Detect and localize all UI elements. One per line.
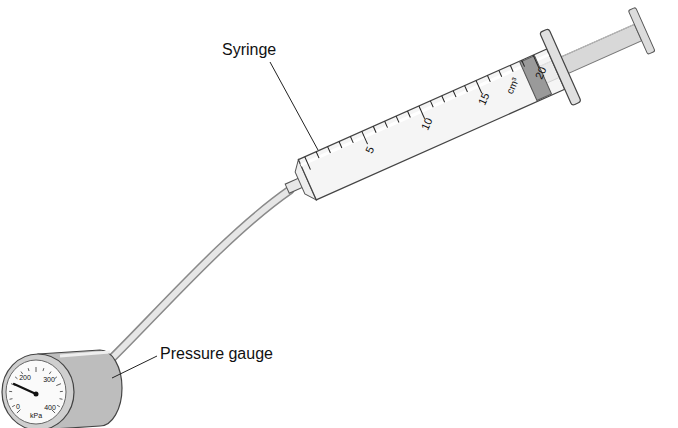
- dial-number: 0: [16, 403, 20, 410]
- scale-tick: [408, 111, 411, 117]
- dial-tick: [10, 398, 13, 400]
- scale-tick: [442, 96, 445, 102]
- scale-tick: [430, 101, 433, 107]
- scale-tick: [510, 65, 513, 71]
- leader-line: [270, 62, 318, 150]
- part-label: Syringe: [222, 42, 276, 58]
- scale-tick: [487, 75, 490, 81]
- dial-tick: [49, 372, 51, 374]
- dial-tick: [56, 384, 61, 386]
- leader-line: [112, 356, 157, 378]
- dial-tick: [12, 405, 15, 406]
- dial-number: 400: [44, 404, 56, 411]
- syringe-body: [271, 0, 662, 225]
- dial-tick: [9, 391, 12, 392]
- scale-tick: [465, 86, 468, 92]
- tube-inner: [104, 190, 290, 366]
- dial-tick: [28, 368, 30, 371]
- scale-tick: [339, 142, 342, 148]
- dial-tick: [60, 398, 63, 400]
- dial-tick: [55, 377, 57, 379]
- pressure-gauge: [2, 350, 122, 428]
- dial-tick: [36, 367, 37, 372]
- scale-tick: [316, 152, 319, 158]
- tube: [104, 190, 290, 366]
- scale-tick: [499, 70, 502, 76]
- dial-tick: [60, 391, 63, 392]
- scale-tick: [350, 136, 353, 142]
- dial-tick: [42, 368, 44, 371]
- scale-tick: [385, 121, 388, 127]
- scale-tick: [522, 60, 525, 66]
- scale-tick: [373, 126, 376, 132]
- part-label: Pressure gauge: [160, 346, 273, 362]
- dial-number: 300: [43, 376, 55, 383]
- scale-tick: [396, 116, 399, 122]
- dial-number: 200: [19, 374, 31, 381]
- dial-tick: [15, 377, 17, 379]
- scale-tick: [453, 91, 456, 97]
- scale-tick: [328, 147, 331, 153]
- dial-unit: kPa: [30, 412, 42, 419]
- dial-tick: [17, 410, 21, 414]
- scale-tick: [305, 157, 311, 170]
- dial-tick: [57, 405, 60, 406]
- scale-tick: [362, 131, 368, 144]
